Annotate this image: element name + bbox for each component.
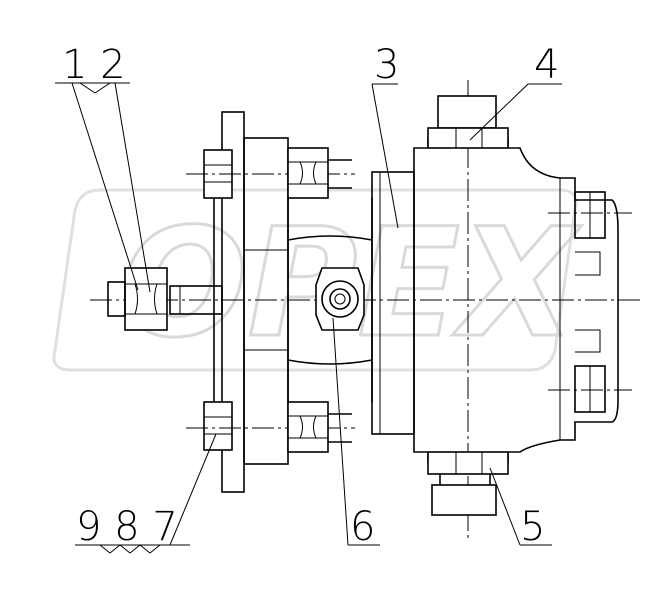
- leader-lines: [55, 82, 562, 554]
- callout-4: 4: [534, 42, 559, 88]
- bolt-upper-left: [186, 149, 355, 199]
- nut-upper: [287, 147, 352, 199]
- union-fitting: [315, 267, 365, 331]
- callout-5: 5: [520, 504, 545, 550]
- callout-9-8-7: 9 8 7: [76, 504, 178, 550]
- callout-6: 6: [350, 504, 375, 550]
- bottom-fitting: [427, 451, 509, 516]
- bolt-lower-left: [186, 401, 355, 451]
- top-fitting: [427, 95, 509, 149]
- pump-body: [413, 137, 632, 463]
- nut-lower: [287, 401, 352, 453]
- callout-3: 3: [374, 42, 399, 88]
- shaft-assembly: [107, 267, 223, 331]
- callout-1-2: 1 2: [62, 42, 126, 88]
